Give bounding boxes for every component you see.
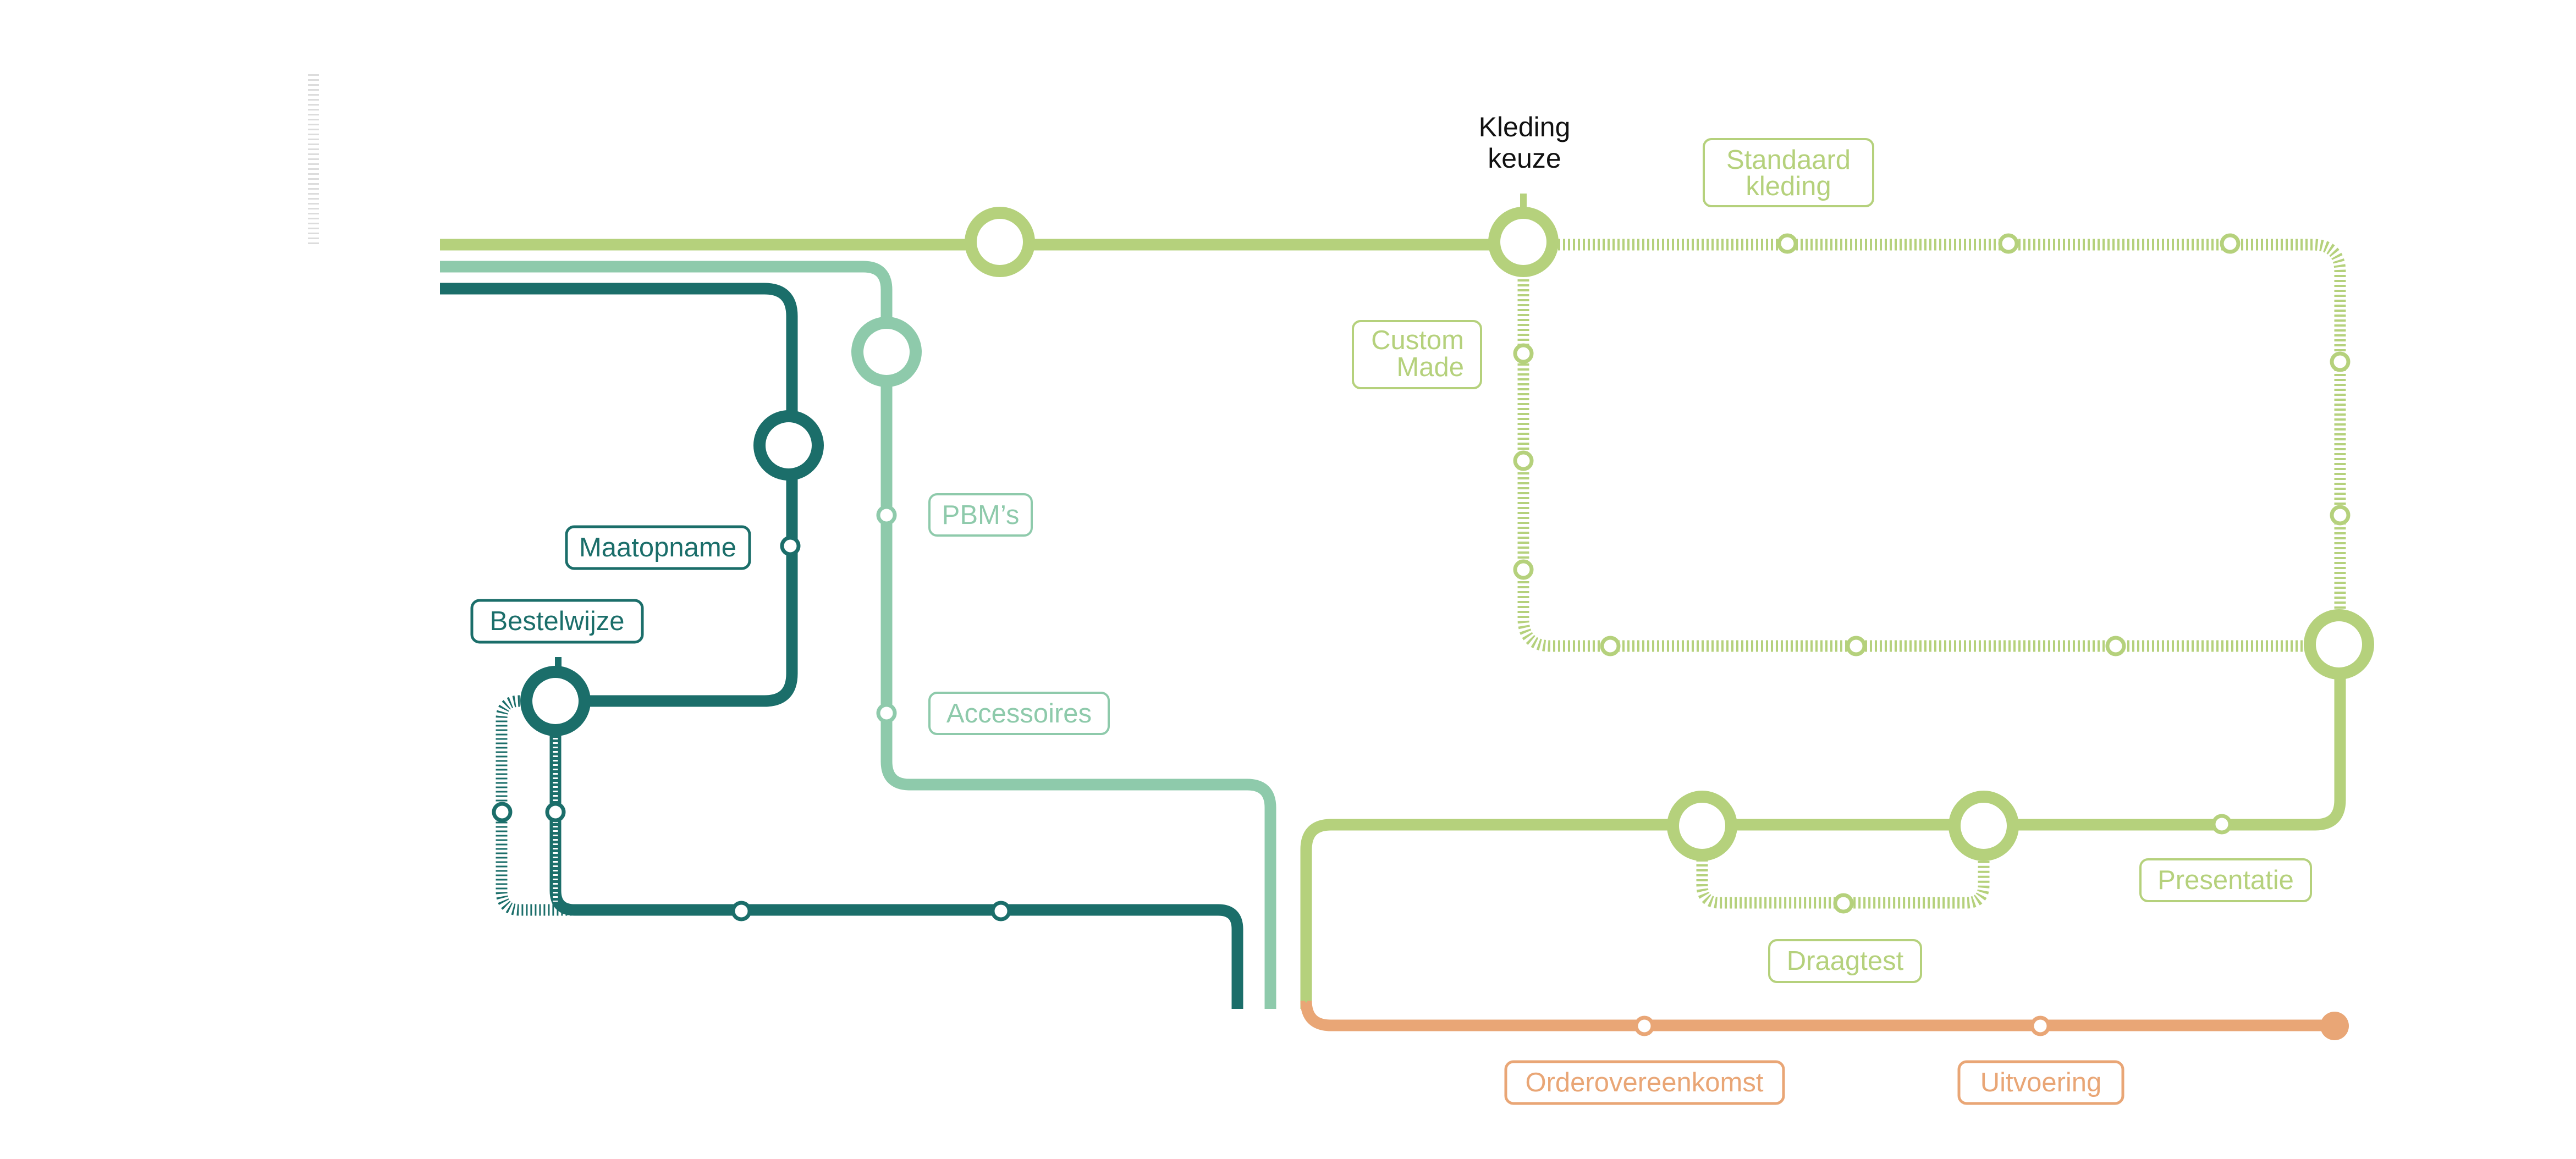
arrow-down-icon — [2335, 669, 2343, 675]
orderovereenkomst-text: Orderovereenkomst — [1525, 1068, 1763, 1097]
green-draagtest-loop — [1696, 849, 1990, 909]
pbms-text: PBM’s — [942, 500, 1020, 530]
arrow-right-icon — [1024, 238, 1031, 246]
label-standaard-kleding[interactable]: Standaard kleding — [1703, 138, 1874, 207]
title-label: Kleding keuze — [1479, 112, 1571, 174]
label-accessoires[interactable]: Accessoires — [928, 692, 1110, 735]
title-line-2: keuze — [1488, 143, 1561, 174]
stop[interactable] — [1998, 233, 2019, 254]
stop[interactable] — [990, 901, 1011, 921]
major-stations — [520, 207, 2374, 861]
label-uitvoering[interactable]: Uitvoering — [1957, 1060, 2124, 1105]
stop[interactable] — [2105, 636, 2126, 656]
arrow-left-icon — [524, 698, 529, 705]
stop[interactable] — [2330, 351, 2351, 372]
stop-orderovereenkomst[interactable] — [1634, 1015, 1655, 1036]
station-green-junction[interactable] — [2304, 609, 2374, 680]
station-green-1[interactable] — [965, 207, 1035, 277]
arrow-right-icon — [1548, 238, 1555, 246]
green-dashed-loop — [1517, 239, 2346, 652]
arrow-down-icon — [784, 469, 793, 476]
arrow-down-icon — [1979, 850, 1988, 857]
draagtest-text: Draagtest — [1787, 946, 1904, 976]
station-mint-1[interactable] — [851, 317, 922, 387]
stop[interactable] — [1513, 343, 1534, 364]
stop-maatopname[interactable] — [780, 536, 801, 556]
stop-uitvoering[interactable] — [2030, 1015, 2051, 1036]
label-presentatie[interactable]: Presentatie — [2139, 858, 2312, 902]
custom-line-2: Made — [1396, 352, 1464, 382]
label-pbms[interactable]: PBM’s — [928, 493, 1033, 537]
maatopname-text: Maatopname — [579, 533, 736, 562]
label-custom-made[interactable]: Custom Made — [1352, 320, 1482, 389]
mint-line — [440, 261, 1276, 1009]
station-green-draagtest-b[interactable] — [1948, 791, 2019, 861]
station-kleding-keuze[interactable] — [1488, 207, 1559, 277]
orange-line — [1300, 1000, 2332, 1031]
station-teal-bestelwijze[interactable] — [520, 666, 591, 736]
label-maatopname[interactable]: Maatopname — [565, 525, 751, 570]
stop[interactable] — [1513, 559, 1534, 580]
arrow-down-icon — [1519, 266, 1528, 273]
stop[interactable] — [2220, 233, 2241, 254]
presentatie-text: Presentatie — [2157, 865, 2294, 895]
direction-arrows — [524, 238, 2343, 1003]
stop[interactable] — [1777, 233, 1798, 254]
stop-draagtest[interactable] — [1833, 893, 1854, 914]
stop-accessoires[interactable] — [876, 703, 897, 724]
stop[interactable] — [1600, 636, 1621, 656]
route-lines — [440, 194, 2346, 1031]
standaard-line-2: kleding — [1746, 172, 1831, 201]
label-draagtest[interactable]: Draagtest — [1768, 939, 1922, 983]
stop-presentatie[interactable] — [2211, 814, 2232, 835]
standaard-line-1: Standaard — [1726, 145, 1851, 175]
station-green-draagtest-a[interactable] — [1667, 791, 1737, 861]
stop[interactable] — [545, 802, 566, 823]
stop-pbms[interactable] — [876, 505, 897, 526]
green-lower-line — [1300, 665, 2346, 1009]
arrow-down-icon — [1302, 996, 1311, 1003]
teal-lower-line — [549, 701, 1243, 1009]
label-orderovereenkomst[interactable]: Orderovereenkomst — [1504, 1060, 1785, 1105]
custom-line-1: Custom — [1371, 325, 1464, 355]
stop[interactable] — [1513, 450, 1534, 471]
title-line-1: Kleding — [1479, 112, 1571, 142]
stop[interactable] — [492, 802, 513, 823]
orange-terminus — [2320, 1012, 2349, 1040]
bestelwijze-text: Bestelwijze — [489, 606, 624, 636]
stop[interactable] — [731, 901, 752, 921]
arrow-left-icon — [1672, 821, 1677, 830]
arrow-down-icon — [551, 725, 560, 731]
teal-line — [440, 283, 798, 707]
label-bestelwijze[interactable]: Bestelwijze — [470, 599, 644, 644]
accessoires-text: Accessoires — [946, 699, 1092, 728]
station-teal-1[interactable] — [753, 410, 824, 481]
stop[interactable] — [1846, 636, 1867, 656]
minor-stops — [492, 233, 2351, 1036]
arrow-down-icon — [882, 376, 891, 382]
uitvoering-text: Uitvoering — [1980, 1068, 2102, 1097]
stop[interactable] — [2330, 505, 2351, 526]
